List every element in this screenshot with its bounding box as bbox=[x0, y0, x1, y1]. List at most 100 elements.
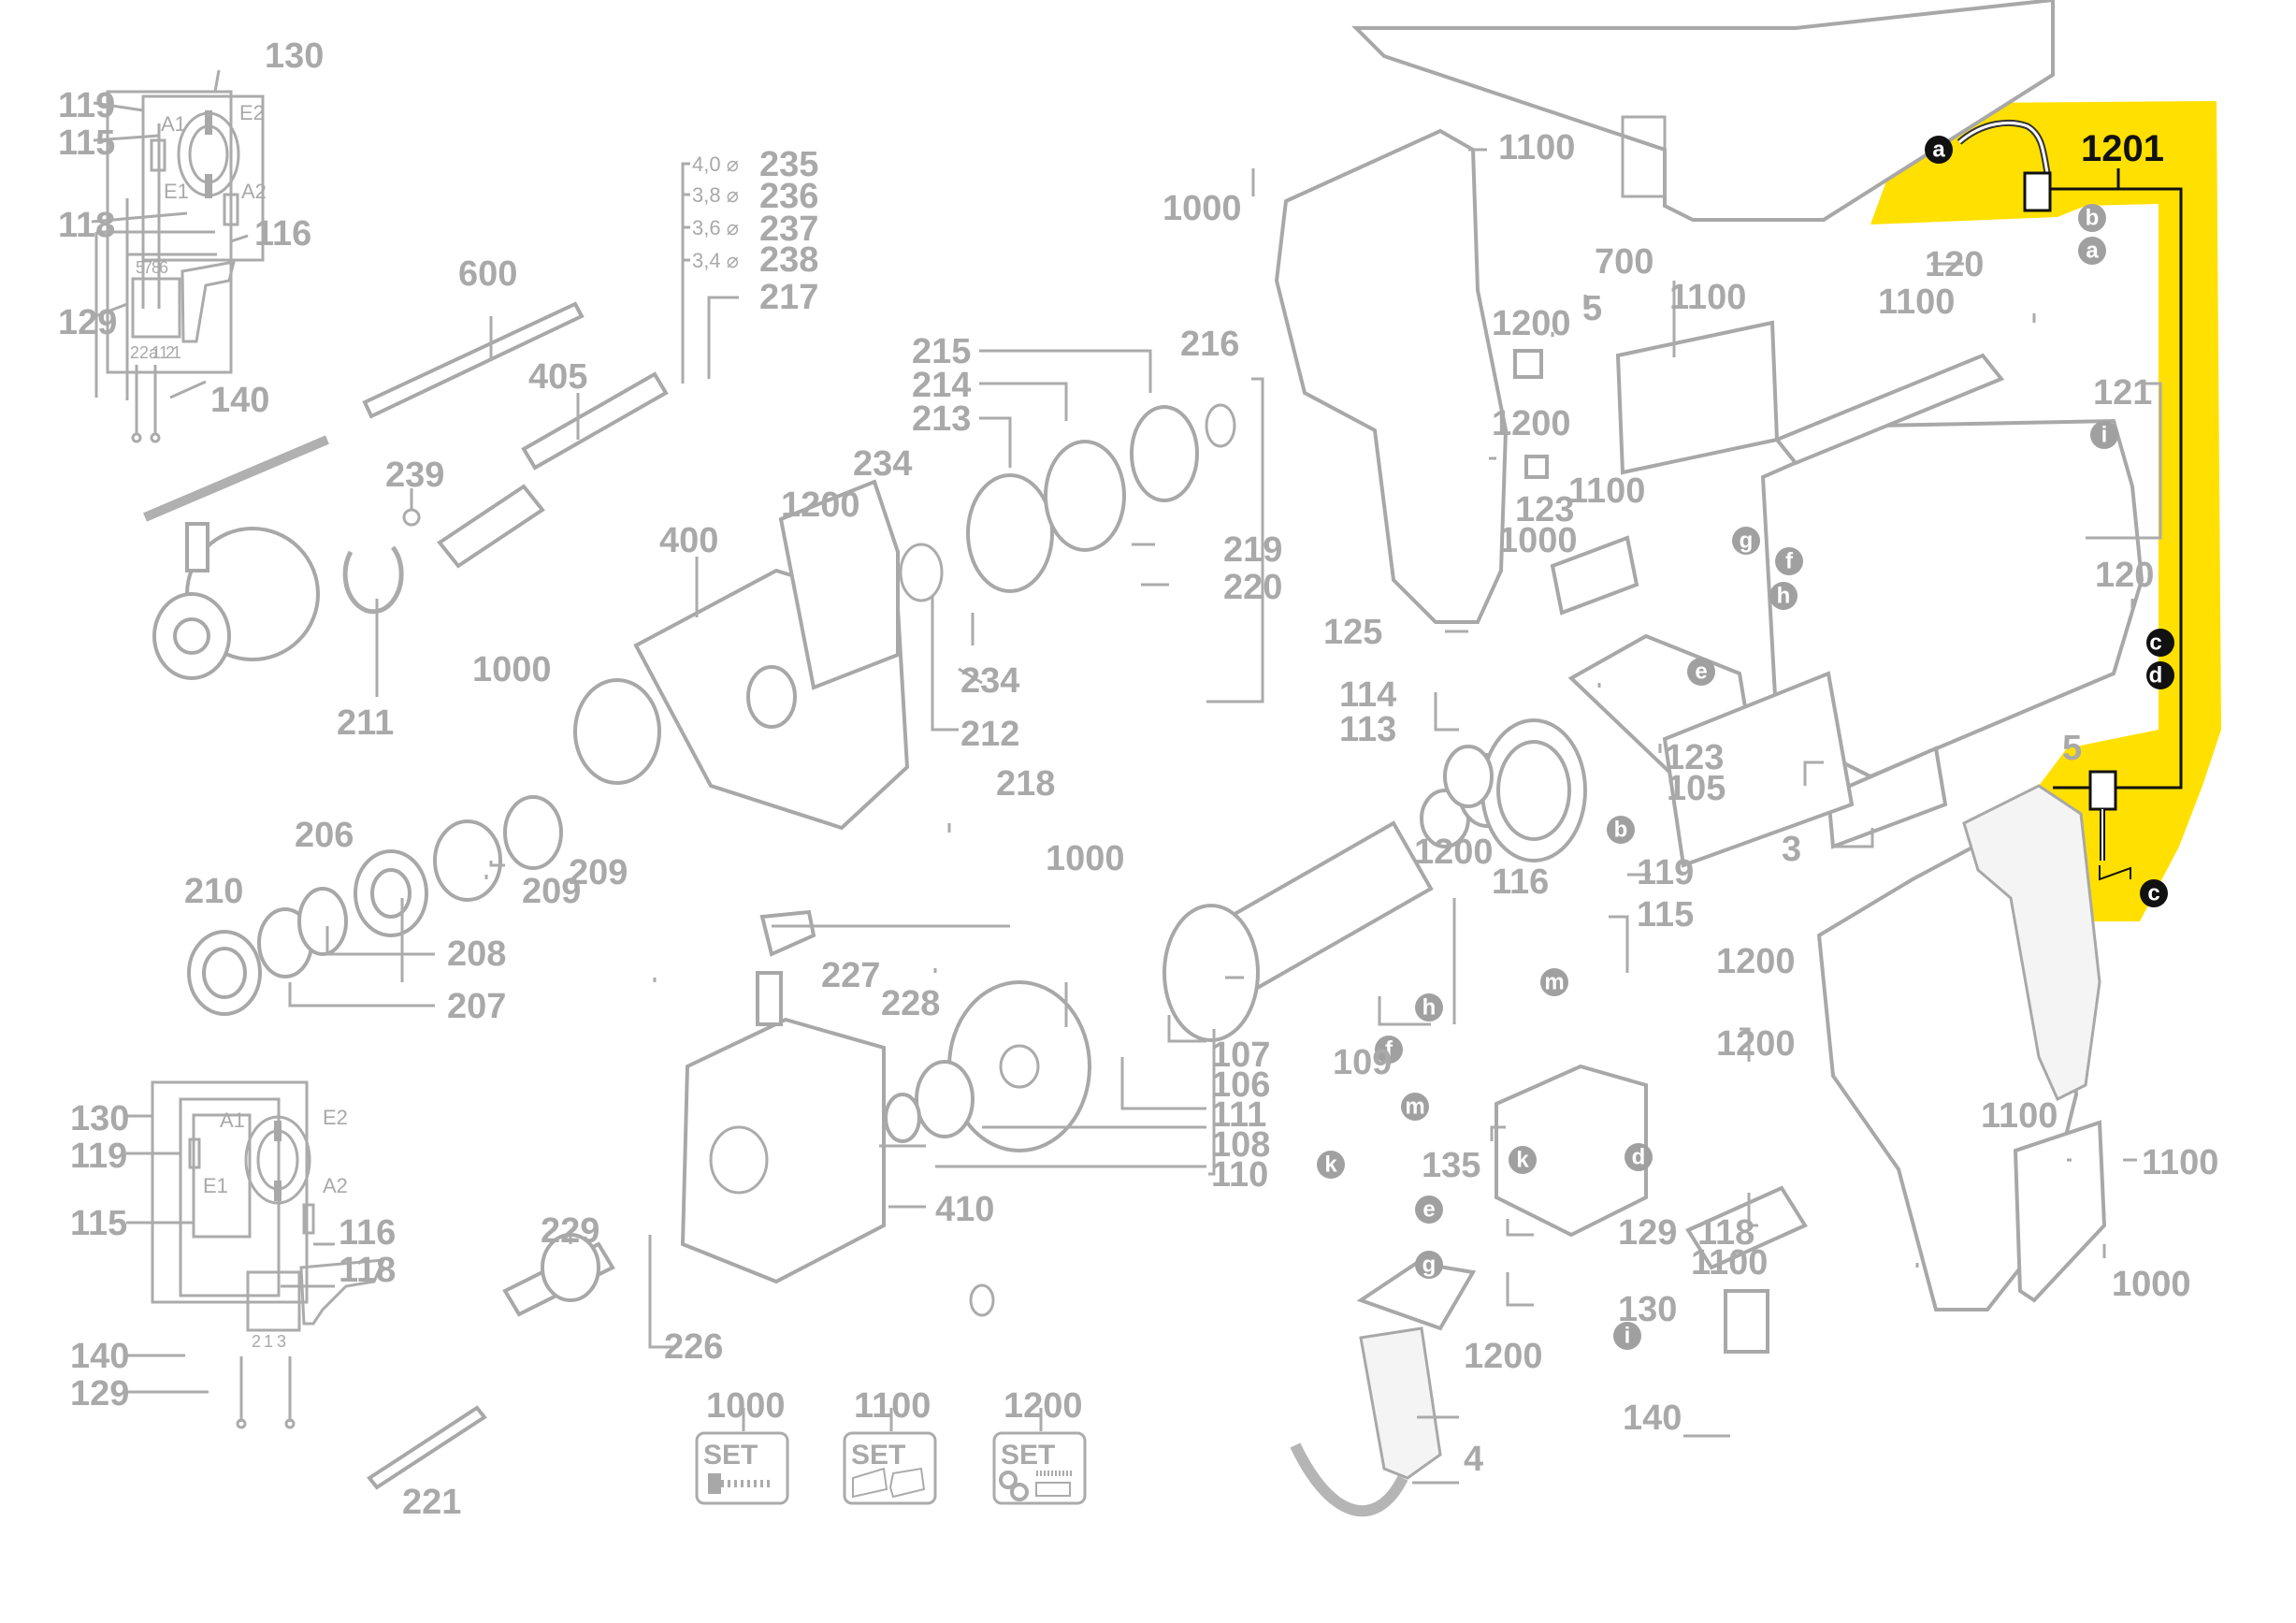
part-label: 600 bbox=[458, 254, 517, 294]
chuck-assembly bbox=[143, 435, 404, 680]
bubble-g: g bbox=[1415, 1251, 1443, 1279]
set-part-number: 1000 bbox=[706, 1386, 786, 1426]
highlighted-part-number[interactable]: 1201 bbox=[2081, 128, 2164, 169]
part-label: 125 bbox=[1323, 613, 1382, 652]
part-label: 1000 bbox=[472, 650, 552, 689]
part-label: 4 bbox=[1464, 1440, 1483, 1479]
part-label: 110 bbox=[1211, 1155, 1268, 1195]
part-label: 239 bbox=[385, 456, 444, 495]
part-label: 116 bbox=[254, 214, 311, 254]
switch-pin: 2a bbox=[139, 343, 159, 362]
part-label: 130 bbox=[1618, 1290, 1677, 1329]
bubble-c-highlight[interactable]: c bbox=[2140, 879, 2168, 907]
bubble-i: i bbox=[2090, 421, 2118, 449]
part-label: 115 bbox=[1637, 895, 1694, 935]
part-label: 207 bbox=[447, 987, 506, 1026]
part-label: 213 bbox=[912, 399, 971, 439]
part-label: 216 bbox=[1180, 325, 1239, 364]
switch-pin: 2 bbox=[166, 343, 175, 362]
svg-text:e: e bbox=[1695, 659, 1707, 685]
set-label: SET bbox=[851, 1440, 905, 1471]
spindle bbox=[402, 371, 669, 569]
part-label: 130 bbox=[265, 36, 324, 76]
terminal-a1: A1 bbox=[220, 1109, 245, 1132]
part-label: 108 bbox=[1211, 1125, 1270, 1165]
part-label: 140 bbox=[1623, 1398, 1682, 1438]
svg-text:g: g bbox=[1422, 1253, 1437, 1278]
armature bbox=[884, 753, 1517, 1317]
part-label: 114 bbox=[1339, 675, 1396, 715]
part-label: 118 bbox=[1697, 1213, 1754, 1253]
part-label: 123 bbox=[1665, 738, 1724, 777]
bubble-e: e bbox=[1687, 658, 1715, 686]
part-label: 107 bbox=[1211, 1036, 1270, 1075]
svg-text:h: h bbox=[1777, 584, 1791, 609]
part-label: 236 bbox=[759, 177, 818, 216]
part-label: 5 bbox=[1582, 289, 1602, 328]
motor-housing bbox=[1443, 320, 2144, 868]
set-part-number: 1200 bbox=[1004, 1386, 1083, 1426]
part-label: 105 bbox=[1667, 769, 1726, 808]
part-label: 120 bbox=[1925, 245, 1984, 284]
bearing-stack bbox=[187, 795, 563, 1016]
part-label: 1000 bbox=[1162, 189, 1242, 228]
shim-diameter: 3,6 ⌀ bbox=[692, 216, 739, 239]
switch-pin: 1 bbox=[172, 343, 181, 362]
part-label: 214 bbox=[912, 366, 971, 405]
terminal-e2: E2 bbox=[323, 1106, 348, 1129]
part-label: 209 bbox=[522, 872, 581, 911]
part-label: 140 bbox=[210, 381, 269, 420]
bubble-d: d bbox=[1625, 1143, 1653, 1171]
leader-lines bbox=[288, 148, 2162, 1485]
part-label: 140 bbox=[70, 1337, 129, 1376]
svg-text:h: h bbox=[1422, 995, 1437, 1021]
set-box-1000[interactable]: 1000 SET bbox=[695, 1386, 789, 1505]
part-label: 1100 bbox=[1498, 128, 1575, 167]
carbon-brush-1201 bbox=[1957, 119, 2183, 881]
part-label: 1100 bbox=[1669, 278, 1746, 317]
set-label: SET bbox=[703, 1440, 758, 1471]
part-label: 237 bbox=[759, 210, 818, 249]
handle-housing-right bbox=[1816, 784, 2107, 1311]
terminal-a2: A2 bbox=[323, 1174, 348, 1197]
part-label: 211 bbox=[337, 703, 394, 743]
part-label: 220 bbox=[1223, 568, 1282, 607]
part-label: 234 bbox=[853, 444, 912, 484]
bubble-f: f bbox=[1775, 547, 1803, 575]
part-label: 228 bbox=[881, 984, 940, 1023]
part-label: 118 bbox=[58, 206, 115, 245]
part-label: 120 bbox=[2095, 556, 2154, 595]
part-label: 219 bbox=[1223, 530, 1282, 570]
switch-pin: 1 bbox=[264, 1332, 273, 1351]
part-label: 1100 bbox=[1691, 1243, 1768, 1282]
wiring-diagram-top: A1 E2 E1 A2 5 7 8 6 2 2a 1 1 2 1 bbox=[90, 69, 267, 443]
bubble-i: i bbox=[1613, 1322, 1641, 1350]
terminal-a2: A2 bbox=[241, 180, 267, 203]
part-label: 1000 bbox=[2112, 1265, 2191, 1304]
svg-text:i: i bbox=[1625, 1324, 1631, 1349]
part-label: 1200 bbox=[1716, 1024, 1796, 1064]
part-label: 130 bbox=[70, 1099, 129, 1138]
svg-text:m: m bbox=[1544, 970, 1564, 995]
set-box-1200[interactable]: 1200 SET bbox=[992, 1386, 1087, 1505]
bubble-m: m bbox=[1540, 968, 1568, 996]
svg-text:e: e bbox=[1422, 1197, 1435, 1223]
part-label: 1100 bbox=[1568, 471, 1645, 511]
part-label: 106 bbox=[1211, 1065, 1270, 1105]
part-label: 116 bbox=[1492, 862, 1549, 902]
part-label: 113 bbox=[1339, 710, 1396, 749]
set-box-1100[interactable]: 1100 SET bbox=[843, 1386, 937, 1505]
part-label: 229 bbox=[541, 1211, 599, 1251]
part-label: 238 bbox=[759, 240, 818, 280]
part-label: 1100 bbox=[1878, 283, 1955, 322]
switch-pin: 2 bbox=[252, 1332, 261, 1351]
terminal-a1: A1 bbox=[161, 112, 186, 136]
part-label: 210 bbox=[184, 872, 243, 911]
part-label: 1000 bbox=[1498, 521, 1578, 560]
part-label: 400 bbox=[659, 521, 718, 560]
part-label: 129 bbox=[70, 1374, 129, 1413]
bubble-c-black: c bbox=[2146, 629, 2174, 657]
bubble-a-highlight[interactable]: a bbox=[1925, 136, 1953, 164]
part-label: 129 bbox=[1618, 1213, 1677, 1253]
